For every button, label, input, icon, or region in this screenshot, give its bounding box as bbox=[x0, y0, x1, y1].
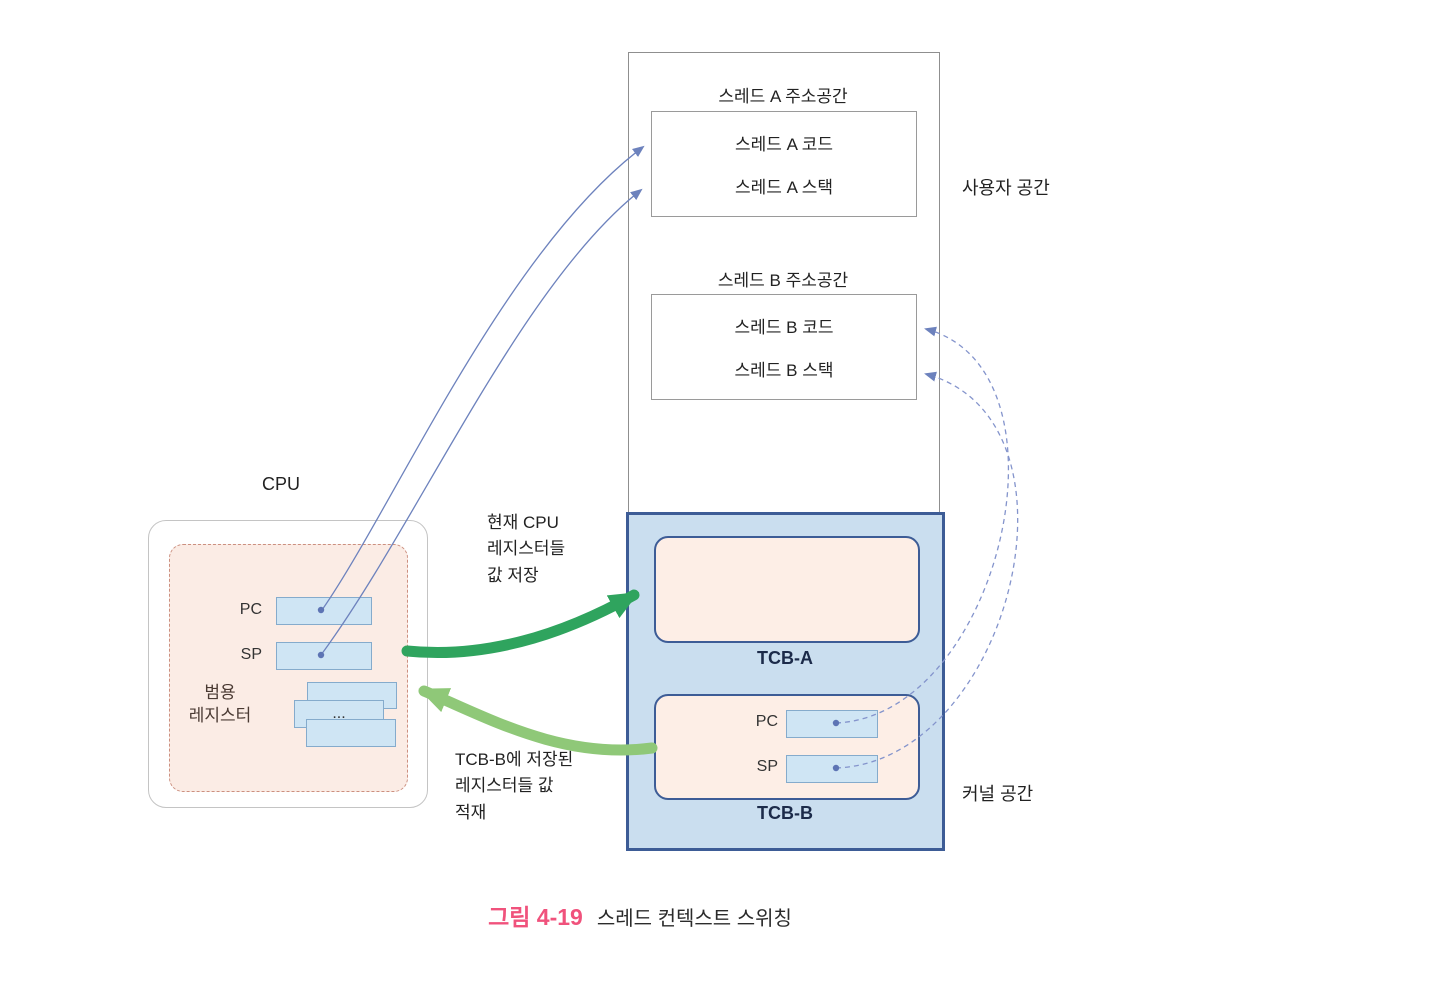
cpu-sp-register-rect bbox=[276, 642, 372, 670]
cpu-title: CPU bbox=[262, 474, 301, 494]
load-registers-arrow bbox=[418, 685, 658, 756]
save-registers-arrow bbox=[401, 589, 640, 659]
thread-b-stack-label: 스레드 B 스택 bbox=[734, 361, 834, 380]
general-registers-label: 범용 레지스터 bbox=[188, 683, 252, 725]
save-registers-annotation: 현재 CPU 레지스터들 값 저장 bbox=[487, 513, 566, 585]
tcb-a-label: TCB-A bbox=[757, 648, 813, 668]
tcb-b-pc-label: PC bbox=[755, 713, 778, 730]
thread-a-code-label: 스레드 A 코드 bbox=[734, 135, 834, 154]
tcb-a-box bbox=[654, 536, 920, 643]
thread-a-stack-label: 스레드 A 스택 bbox=[734, 178, 834, 197]
tcb-b-sp-register-rect bbox=[786, 755, 878, 783]
thread-a-address-space-title: 스레드 A 주소공간 bbox=[718, 87, 848, 106]
cpu-pc-label: PC bbox=[239, 601, 262, 618]
thread-a-box: 스레드 A 코드 스레드 A 스택 bbox=[651, 111, 917, 217]
load-registers-annotation: TCB-B에 저장된 레지스터들 값 적재 bbox=[455, 750, 574, 822]
kernel-space-label: 커널 공간 bbox=[962, 784, 1034, 804]
tcb-b-pc-register-rect bbox=[786, 710, 878, 738]
general-registers-ellipsis: ... bbox=[332, 705, 346, 722]
thread-b-address-space-title: 스레드 B 주소공간 bbox=[717, 271, 849, 290]
user-space-label: 사용자 공간 bbox=[962, 178, 1050, 198]
cpu-pc-register-rect bbox=[276, 597, 372, 625]
thread-b-code-label: 스레드 B 코드 bbox=[734, 318, 834, 337]
general-register-box-3 bbox=[306, 719, 396, 747]
figure-caption-number: 그림 4-19 bbox=[488, 904, 583, 930]
tcb-b-sp-label: SP bbox=[756, 758, 778, 775]
tcb-b-label: TCB-B bbox=[757, 803, 813, 823]
cpu-sp-label: SP bbox=[240, 646, 262, 663]
thread-b-box: 스레드 B 코드 스레드 B 스택 bbox=[651, 294, 917, 400]
figure-caption-text: 스레드 컨텍스트 스위칭 bbox=[596, 908, 792, 930]
figure-caption: 그림 4-19 스레드 컨텍스트 스위칭 bbox=[400, 898, 880, 932]
